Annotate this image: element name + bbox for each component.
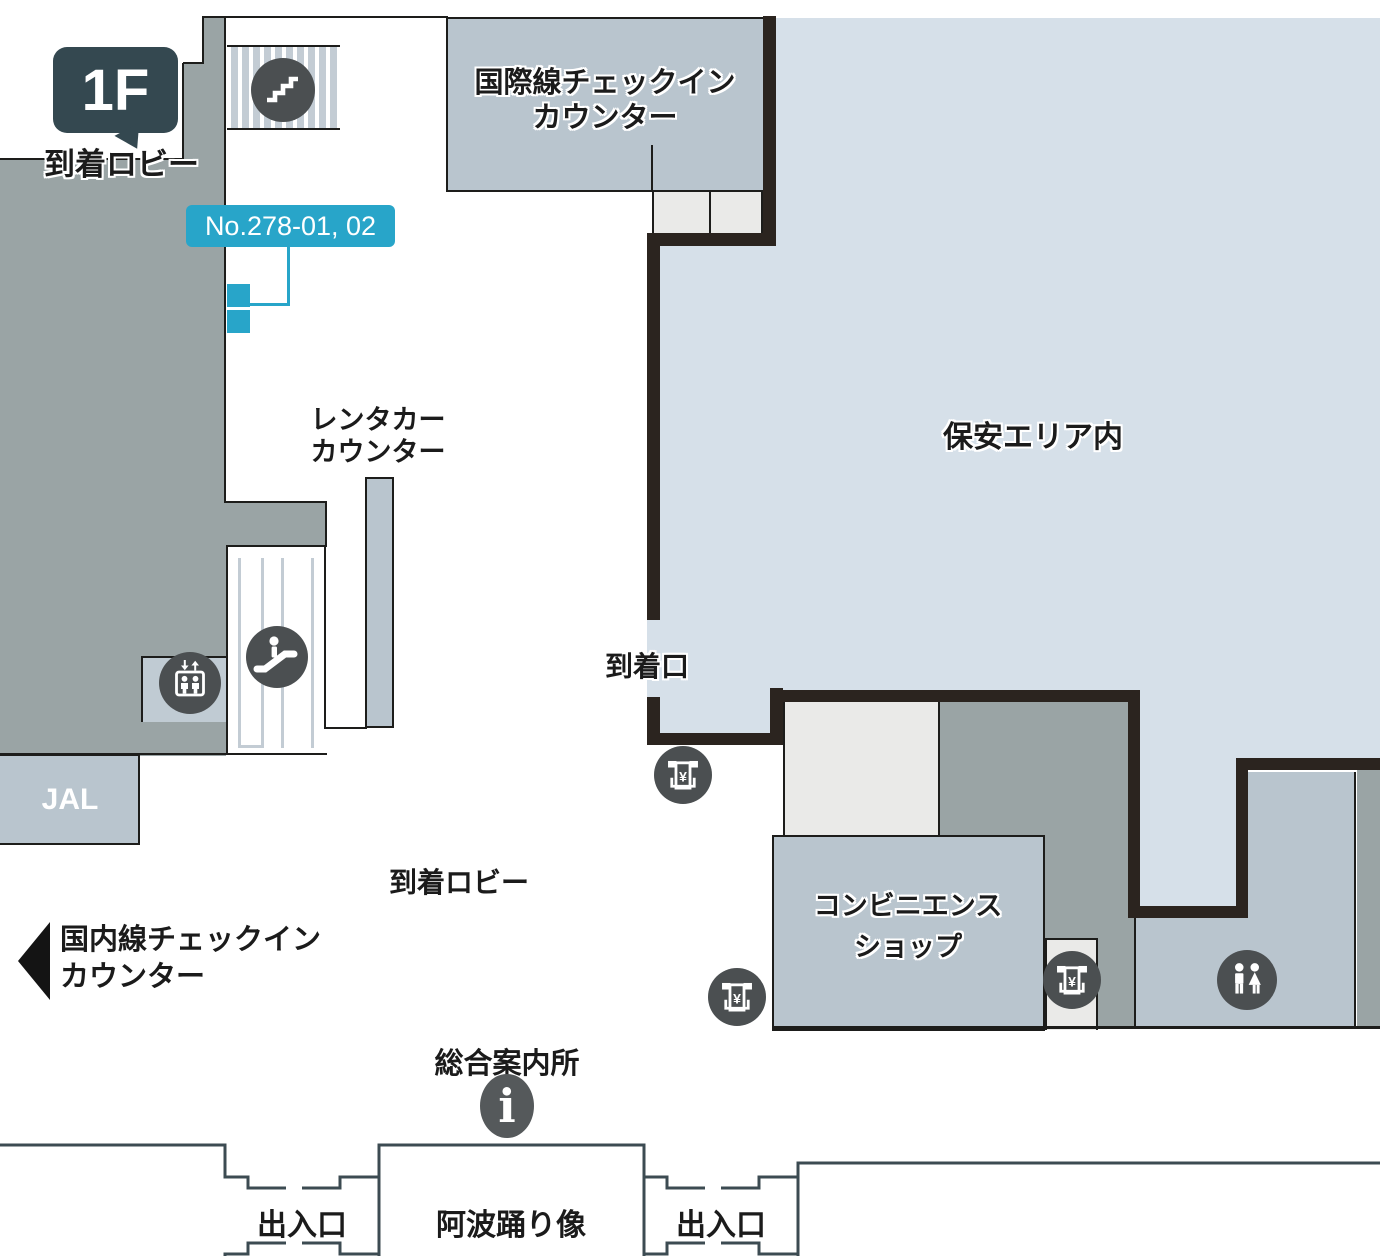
atm-icon: ¥: [654, 746, 712, 804]
ad-spot-text: No.278-01, 02: [204, 210, 377, 241]
line-escalator-right: [324, 545, 326, 729]
wall-security-west: [647, 233, 660, 620]
area-security-right: [1236, 690, 1380, 760]
escalator-rail: [311, 558, 314, 748]
atm-icon: ¥: [1043, 951, 1101, 1009]
area-backofhouse-top-column: [203, 17, 226, 63]
room-international-checkin: [446, 17, 763, 192]
line-bottom-rooms: [772, 1026, 1380, 1029]
room-jal: [0, 754, 140, 845]
line-cell-divider: [709, 192, 711, 235]
info-icon: i: [480, 1074, 534, 1138]
room-checkin-cells: [652, 190, 763, 237]
area-gray-right-c: [1098, 940, 1134, 1028]
area-security-vestibule: [660, 690, 770, 733]
floor-area-label: 到着ロビー: [44, 147, 199, 182]
line-slab-ext-east: [325, 501, 327, 547]
label-arrival-gate: 到着口: [604, 651, 689, 682]
atm-icon: ¥: [708, 968, 766, 1026]
area-security-gap: [647, 620, 660, 697]
label-jal: JAL: [41, 783, 99, 816]
line-stairs-bottom: [227, 128, 340, 130]
wall-pocket-east: [1236, 758, 1248, 918]
room-restroom-upper: [1248, 772, 1355, 918]
label-convenience-line2: ショップ: [854, 932, 962, 962]
line-stairs-top: [227, 45, 340, 47]
label-international-checkin: 国際線チェックイン カウンター: [450, 66, 760, 136]
room-rentacar-counter: [365, 477, 394, 728]
label-convenience-line1: コンビニエンス: [813, 891, 1003, 921]
wall-security-south: [770, 690, 1140, 702]
escalator-rail-foot: [238, 745, 264, 748]
room-convenience-shop: [772, 835, 1045, 1031]
label-international-checkin-line2: カウンター: [532, 102, 678, 134]
label-domestic-checkin: 国内線チェックイン カウンター: [60, 922, 321, 996]
ad-spot-square: [227, 310, 250, 333]
ad-spot-label: No.278-01, 02: [186, 205, 395, 247]
arrow-left-icon: [18, 922, 50, 1000]
area-security-1: [776, 18, 1380, 246]
wall-pocket-south: [1128, 906, 1248, 918]
building-front-outline: [0, 1143, 1380, 1256]
label-exit-left: 出入口: [257, 1209, 347, 1242]
atm-yen: ¥: [1068, 974, 1076, 990]
stairs-icon: [251, 58, 315, 122]
ad-spot-leader-v: [287, 247, 290, 306]
label-rentacar-line1: レンタカー: [310, 405, 446, 435]
line-top-wall: [203, 16, 448, 18]
line-slab-bottom: [0, 753, 327, 755]
label-domestic-checkin-line2: カウンター: [60, 961, 206, 993]
info-symbol: i: [498, 1079, 515, 1133]
line-checkin-leader: [651, 145, 653, 192]
wall-intl-east: [763, 16, 776, 246]
line-slab-col-west: [202, 16, 204, 64]
restroom-icon: [1217, 950, 1277, 1010]
wall-stub: [770, 688, 783, 745]
label-security-area: 保安エリア内: [943, 421, 1123, 454]
line-slab-step: [183, 62, 204, 64]
floor-badge-label: 1F: [81, 57, 150, 123]
area-backofhouse-top: [183, 63, 226, 160]
area-backofhouse-ext: [226, 502, 327, 547]
elevator-icon: [159, 652, 221, 714]
label-convenience: コンビニエンス ショップ: [778, 886, 1038, 968]
area-gray-strip-east: [1357, 768, 1380, 1026]
line-slab-east: [224, 16, 226, 503]
line-restroom-right: [1354, 772, 1356, 1028]
atm-yen: ¥: [679, 769, 687, 785]
label-rentacar-line2: カウンター: [310, 437, 446, 467]
wall-pocket-west: [1128, 690, 1140, 918]
escalator-rail: [238, 558, 241, 748]
label-domestic-checkin-line1: 国内線チェックイン: [60, 924, 322, 956]
line-slab-upper-west: [182, 63, 184, 160]
wall-arrival-south: [647, 733, 783, 745]
wall-security-south-east: [1236, 758, 1380, 770]
escalator-icon: [246, 626, 308, 688]
room-lightgray-a: [783, 700, 940, 838]
atm-yen: ¥: [733, 991, 741, 1007]
area-gray-right-b: [1045, 837, 1134, 940]
line-slab-north: [0, 158, 184, 160]
area-gray-right-a: [940, 702, 1128, 838]
ad-spot-square: [227, 284, 250, 307]
label-international-checkin-line1: 国際線チェックイン: [474, 67, 736, 99]
area-security-pocket: [1140, 690, 1236, 906]
line-slab-ext-top: [225, 501, 327, 503]
label-rentacar: レンタカー カウンター: [303, 404, 453, 468]
label-statue: 阿波踊り像: [436, 1209, 586, 1242]
label-arrival-lobby: 到着ロビー: [388, 867, 529, 898]
label-exit-right: 出入口: [676, 1209, 766, 1242]
wall-jog-west: [647, 233, 776, 246]
area-security-2: [660, 246, 1380, 690]
line-escalator-corridor: [324, 727, 367, 729]
floor-badge: 1F: [53, 47, 178, 133]
ad-spot-leader-h: [250, 303, 290, 306]
